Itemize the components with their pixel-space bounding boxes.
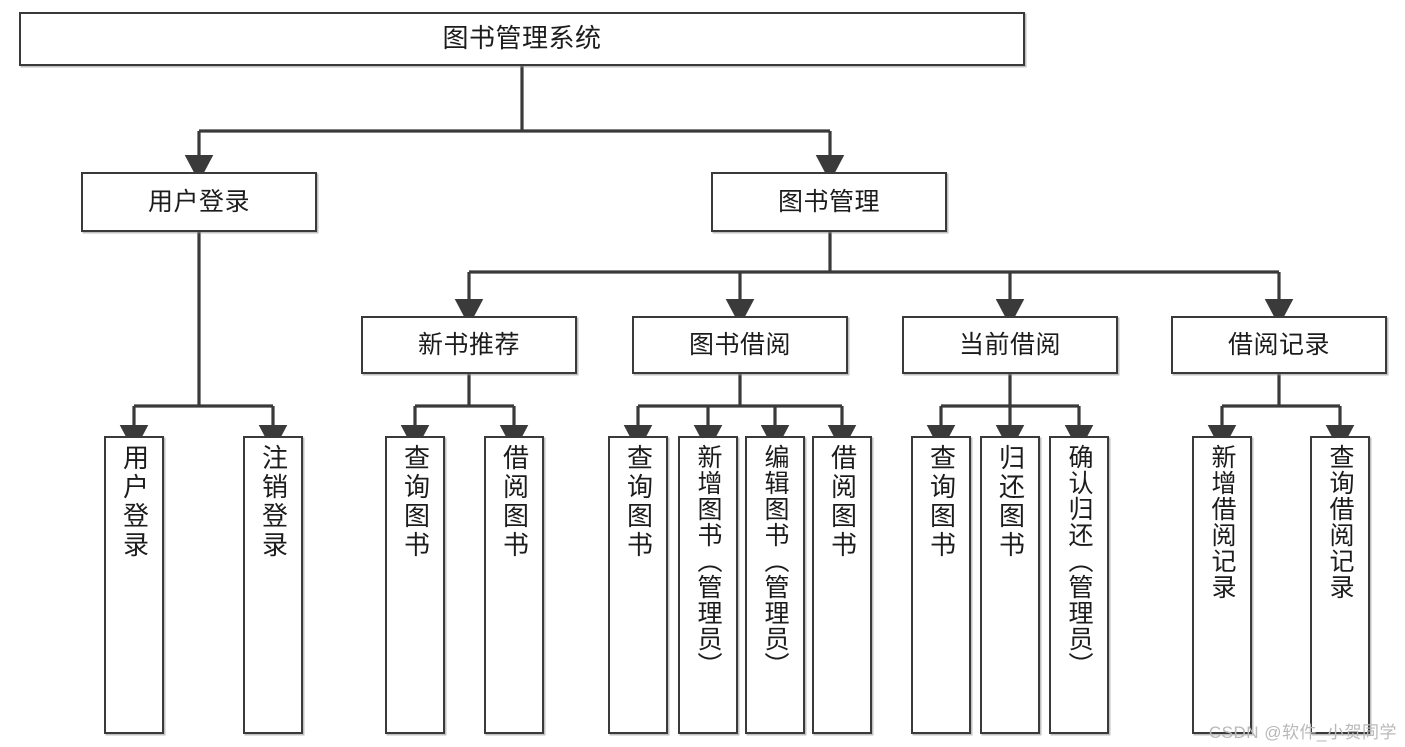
node-label: 图书借阅: [688, 331, 791, 359]
leaf-current-borrow-confirm-return[interactable]: 确认归还（管理员）: [1049, 436, 1109, 734]
leaf-current-borrow-query[interactable]: 查询图书: [911, 436, 971, 734]
node-label: 归还图书: [995, 444, 1026, 560]
node-borrow-record[interactable]: 借阅记录: [1171, 316, 1387, 374]
node-book-borrow[interactable]: 图书借阅: [632, 316, 848, 374]
leaf-book-borrow-edit[interactable]: 编辑图书（管理员）: [745, 436, 805, 734]
node-label: 借阅图书: [827, 444, 858, 560]
node-label: 查询图书: [926, 444, 957, 560]
node-current-borrow[interactable]: 当前借阅: [902, 316, 1118, 374]
node-label: 借阅图书: [499, 444, 530, 560]
node-label: 用户登录: [147, 188, 250, 216]
node-user-login[interactable]: 用户登录: [81, 172, 317, 232]
node-label: 借阅记录: [1227, 331, 1330, 359]
node-new-book-recommend[interactable]: 新书推荐: [361, 316, 577, 374]
node-label: 新增图书（管理员）: [694, 444, 722, 678]
node-label: 查询借阅记录: [1326, 444, 1354, 600]
node-root-system[interactable]: 图书管理系统: [19, 12, 1025, 66]
leaf-borrow-record-add[interactable]: 新增借阅记录: [1192, 436, 1252, 734]
leaf-new-book-borrow[interactable]: 借阅图书: [484, 436, 544, 734]
leaf-book-borrow-borrow[interactable]: 借阅图书: [812, 436, 872, 734]
leaf-user-login-login[interactable]: 用户登录: [104, 436, 164, 734]
node-label: 图书管理系统: [442, 23, 602, 54]
node-label: 图书管理: [777, 188, 880, 216]
node-label: 新增借阅记录: [1208, 444, 1236, 600]
leaf-book-borrow-add[interactable]: 新增图书（管理员）: [678, 436, 738, 734]
node-label: 查询图书: [400, 444, 431, 560]
node-label: 用户登录: [119, 444, 150, 560]
node-label: 编辑图书（管理员）: [761, 444, 789, 678]
leaf-new-book-query[interactable]: 查询图书: [385, 436, 445, 734]
node-label: 注销登录: [258, 444, 289, 560]
node-label: 新书推荐: [417, 331, 520, 359]
leaf-user-login-logout[interactable]: 注销登录: [243, 436, 303, 734]
node-book-management[interactable]: 图书管理: [711, 172, 947, 232]
node-label: 确认归还（管理员）: [1065, 444, 1093, 678]
node-label: 查询图书: [623, 444, 654, 560]
leaf-current-borrow-return[interactable]: 归还图书: [980, 436, 1040, 734]
leaf-book-borrow-query[interactable]: 查询图书: [608, 436, 668, 734]
watermark-text: CSDN @软件_小贺同学: [1208, 723, 1397, 742]
leaf-borrow-record-query[interactable]: 查询借阅记录: [1310, 436, 1370, 734]
node-label: 当前借阅: [958, 331, 1061, 359]
